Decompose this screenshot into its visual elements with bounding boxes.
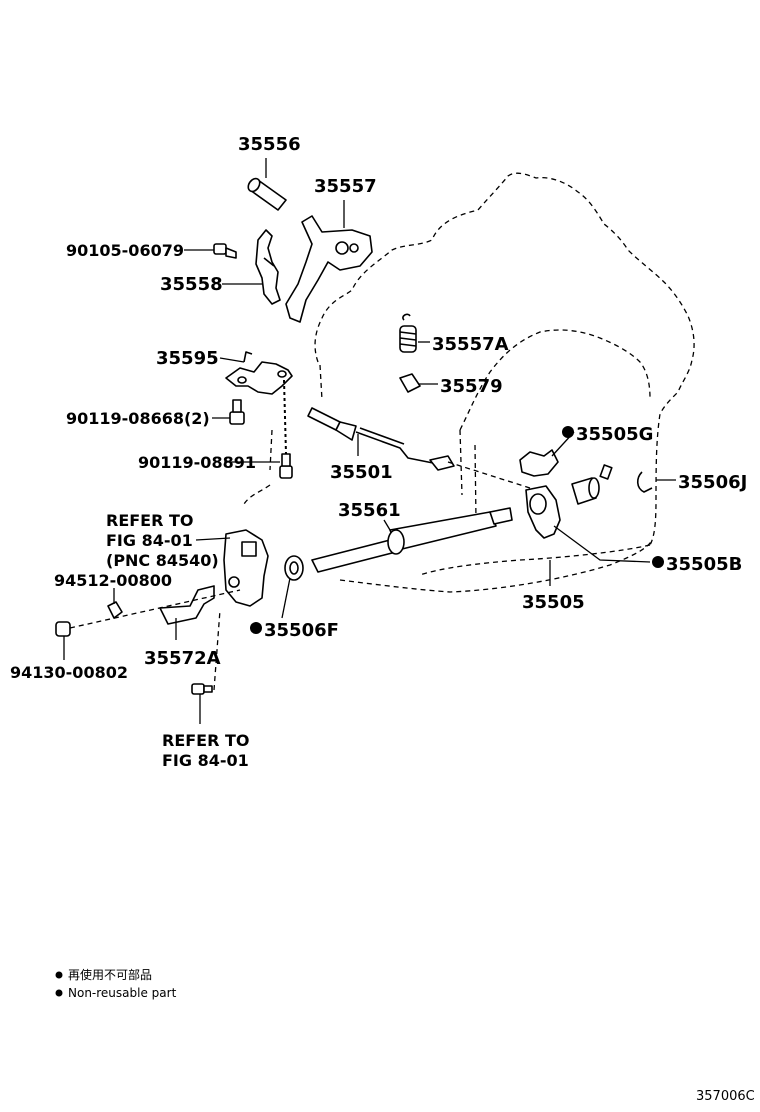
non-reusable-markers xyxy=(250,426,664,634)
refer-bolt-line-1: REFER TO xyxy=(162,731,250,750)
bolt-refer-drawing xyxy=(191,683,213,695)
neutral-switch-drawing xyxy=(223,529,269,607)
legend: 再使用不可部品 Non-reusable part xyxy=(55,967,177,1000)
collar-drawing xyxy=(571,464,613,505)
part-labels: 35556 35557 90105-06079 35558 35595 9011… xyxy=(10,134,747,682)
label-90119-08891: 90119-08891 xyxy=(138,453,256,472)
bracket-35572A-drawing xyxy=(159,585,215,625)
plug-35579-drawing xyxy=(399,373,421,393)
connection-lines xyxy=(69,379,531,691)
legend-bullet-en xyxy=(55,989,63,997)
legend-bullet-jp xyxy=(55,971,63,979)
refer-note-bolt: REFER TO FIG 84-01 xyxy=(162,731,250,770)
refer-note-switch: REFER TO FIG 84-01 (PNC 84540) xyxy=(106,511,219,570)
refer-line-3: (PNC 84540) xyxy=(106,551,219,570)
refer-bolt-line-2: FIG 84-01 xyxy=(162,751,249,770)
label-35505B: 35505B xyxy=(666,554,742,575)
label-35572A: 35572A xyxy=(144,648,221,669)
refer-line-1: REFER TO xyxy=(106,511,194,530)
pin-35556-drawing xyxy=(247,177,287,211)
clip-35506J-drawing xyxy=(636,471,653,493)
transmission-housing-outline xyxy=(243,172,695,593)
shaft-35561-drawing xyxy=(311,507,513,573)
bracket-35595-drawing xyxy=(225,351,293,395)
washer-94512-00800-drawing xyxy=(107,601,123,619)
label-90119-08668: 90119-08668(2) xyxy=(66,409,210,428)
rod-35501-drawing xyxy=(307,407,455,471)
label-35561: 35561 xyxy=(338,500,401,521)
label-35556: 35556 xyxy=(238,134,301,155)
bullet-35505B xyxy=(652,556,664,568)
label-35579: 35579 xyxy=(440,376,503,397)
nut-94130-00802-drawing xyxy=(55,621,71,637)
spring-plate-35558-drawing xyxy=(255,229,281,305)
spring-35557A-drawing xyxy=(399,313,417,353)
seal-35506F-drawing xyxy=(284,555,304,581)
label-35506J: 35506J xyxy=(678,472,747,493)
label-35505G: 35505G xyxy=(576,424,653,445)
label-90105-06079: 90105-06079 xyxy=(66,241,184,260)
bullet-35505G xyxy=(562,426,574,438)
bolt-90119-08891-drawing xyxy=(279,453,293,479)
bolt-90105-06079-drawing xyxy=(213,243,237,259)
detent-lever-35557-drawing xyxy=(285,215,373,323)
bracket-35505G-drawing xyxy=(519,449,559,477)
label-94512-00800: 94512-00800 xyxy=(54,571,172,590)
legend-jp-text: 再使用不可部品 xyxy=(68,967,152,982)
lever-35505-drawing xyxy=(525,485,561,539)
label-35557A: 35557A xyxy=(432,334,509,355)
label-94130-00802: 94130-00802 xyxy=(10,663,128,682)
label-35558: 35558 xyxy=(160,274,223,295)
bullet-35506F xyxy=(250,622,262,634)
label-35501: 35501 xyxy=(330,462,393,483)
label-35506F: 35506F xyxy=(264,620,339,641)
label-35595: 35595 xyxy=(156,348,219,369)
refer-line-2: FIG 84-01 xyxy=(106,531,193,550)
diagram-code: 357006C xyxy=(696,1089,755,1104)
legend-en-text: Non-reusable part xyxy=(68,986,177,1000)
label-35505: 35505 xyxy=(522,592,585,613)
label-35557: 35557 xyxy=(314,176,377,197)
leader-lines xyxy=(63,158,676,724)
bolt-90119-08668-drawing xyxy=(229,399,245,425)
